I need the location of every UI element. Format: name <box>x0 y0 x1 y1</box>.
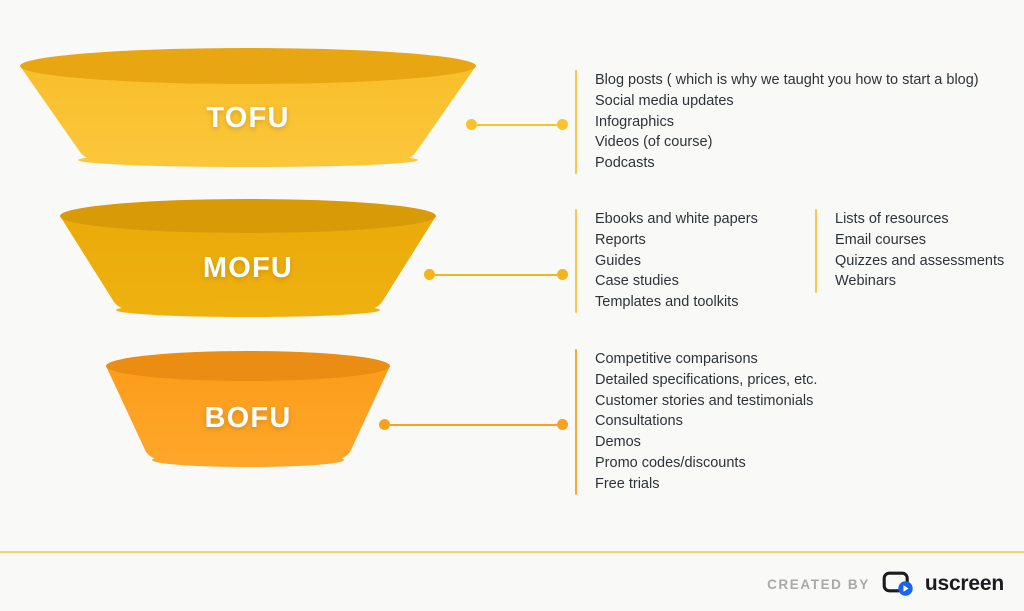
funnel-stage-mofu: MOFU Ebooks and white papers Reports Gui… <box>0 194 1024 344</box>
list-item: Ebooks and white papers <box>595 211 758 227</box>
connector-tofu <box>466 119 568 130</box>
funnel-stage-bofu: BOFU Competitive comparisons Detailed sp… <box>0 344 1024 495</box>
list-item: Free trials <box>595 475 660 492</box>
funnel-shape-tofu[interactable]: TOFU <box>18 44 478 194</box>
funnel-rim-tofu <box>20 48 476 84</box>
content-list-mofu-column-2: Lists of resources Email courses Quizzes… <box>815 209 1004 293</box>
funnel-shape-tofu-svg <box>20 48 476 167</box>
list-item: Case studies <box>595 273 679 290</box>
connector-dot-end-tofu <box>557 119 568 130</box>
connector-dot-start-tofu <box>466 119 477 130</box>
uscreen-play-logo-icon <box>882 571 913 596</box>
list-item: Guides <box>595 252 641 269</box>
funnel-body-mofu <box>60 216 436 310</box>
created-by-label: CREATED BY <box>767 576 870 592</box>
funnel-shape-mofu-svg <box>60 199 436 317</box>
content-list-tofu-column-1: Blog posts ( which is why we taught you … <box>575 70 979 174</box>
uscreen-wordmark: uscreen <box>924 572 1004 595</box>
list-item: Competitive comparisons <box>595 351 758 367</box>
funnel-body-bofu <box>106 366 390 460</box>
funnel-body-tofu <box>20 66 476 160</box>
list-item: Customer stories and testimonials <box>595 392 814 409</box>
funnel-shape-bofu[interactable]: BOFU <box>104 344 392 494</box>
column-rule <box>575 70 577 174</box>
list-item: Templates and toolkits <box>595 294 739 311</box>
funnel-rim-bofu <box>106 351 390 381</box>
uscreen-brand[interactable]: uscreen <box>882 570 1004 598</box>
column-rule <box>575 209 577 313</box>
list-item: Promo codes/discounts <box>595 454 746 471</box>
content-list-bofu-column-1: Competitive comparisons Detailed specifi… <box>575 349 817 495</box>
connector-dot-start-bofu <box>379 419 390 430</box>
list-item: Demos <box>595 434 641 451</box>
connector-dot-start-mofu <box>424 269 435 280</box>
list-item: Podcasts <box>595 155 655 172</box>
list-item: Blog posts ( which is why we taught you … <box>595 72 979 88</box>
list-item: Detailed specifications, prices, etc. <box>595 371 818 388</box>
column-items: Ebooks and white papers Reports Guides C… <box>577 209 758 313</box>
footer-credit: CREATED BY uscreen <box>767 566 1004 602</box>
funnel-base-tofu <box>78 153 418 167</box>
column-rule <box>815 209 817 293</box>
list-item: Videos (of course) <box>595 134 713 151</box>
connector-line-tofu <box>477 123 557 126</box>
list-item: Email courses <box>835 231 927 248</box>
connector-line-mofu <box>435 273 557 276</box>
content-list-tofu: Blog posts ( which is why we taught you … <box>575 70 979 174</box>
list-item: Quizzes and assessments <box>835 252 1005 269</box>
funnel-base-bofu <box>152 453 344 467</box>
column-items: Blog posts ( which is why we taught you … <box>577 70 979 174</box>
list-item: Lists of resources <box>835 211 949 227</box>
funnel-base-mofu <box>116 303 380 317</box>
connector-dot-end-mofu <box>557 269 568 280</box>
list-item: Social media updates <box>595 92 734 109</box>
connector-bofu <box>379 419 568 430</box>
column-items: Competitive comparisons Detailed specifi… <box>577 349 817 495</box>
list-item: Infographics <box>595 113 674 130</box>
column-rule <box>575 349 577 495</box>
connector-mofu <box>424 269 568 280</box>
funnel-stage-tofu: TOFU Blog posts ( which is why we taught… <box>0 44 1024 194</box>
funnel-shape-bofu-svg <box>106 351 390 467</box>
connector-dot-end-bofu <box>557 419 568 430</box>
funnel-rim-mofu <box>60 199 436 233</box>
column-items: Lists of resources Email courses Quizzes… <box>817 209 1004 293</box>
content-list-bofu: Competitive comparisons Detailed specifi… <box>575 349 817 495</box>
content-list-mofu-column-1: Ebooks and white papers Reports Guides C… <box>575 209 815 313</box>
list-item: Consultations <box>595 413 683 430</box>
list-item: Webinars <box>835 273 896 290</box>
content-list-mofu: Ebooks and white papers Reports Guides C… <box>575 209 1004 313</box>
funnel-shape-mofu[interactable]: MOFU <box>58 194 438 344</box>
footer-divider <box>0 551 1024 553</box>
connector-line-bofu <box>390 423 557 426</box>
list-item: Reports <box>595 231 646 248</box>
